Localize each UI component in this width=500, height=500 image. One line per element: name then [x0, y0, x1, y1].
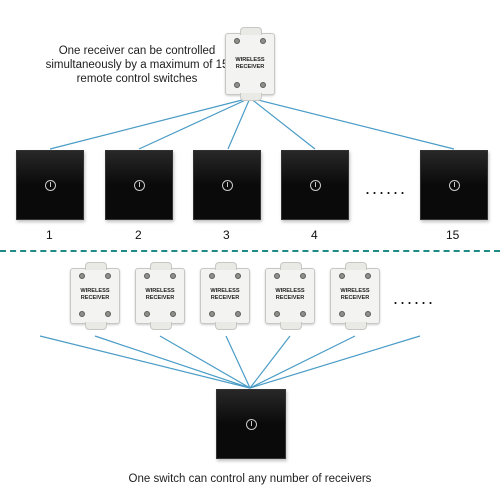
- receiver-label-line2: RECEIVER: [145, 295, 175, 301]
- touch-icon: [310, 180, 321, 191]
- receiver-label-line1: WIRELESS: [340, 288, 370, 294]
- switch-15: [420, 150, 488, 220]
- wire-bottom-2: [159, 335, 251, 389]
- touch-icon: [246, 419, 257, 430]
- bottom-ellipsis: ......: [393, 288, 436, 308]
- receiver-label-line2: RECEIVER: [275, 295, 305, 301]
- wire-bottom-more: [249, 335, 421, 389]
- touch-icon: [134, 180, 145, 191]
- receiver-label-line2: RECEIVER: [340, 295, 370, 301]
- wire-bottom-left: [39, 335, 251, 389]
- wire-bottom-1: [94, 335, 251, 389]
- switch-2: [105, 150, 173, 220]
- touch-icon: [222, 180, 233, 191]
- receiver-label-line1: WIRELESS: [275, 288, 305, 294]
- receiver-label-line2: RECEIVER: [210, 295, 240, 301]
- controlling-switch: [216, 389, 286, 459]
- wire-top-4: [249, 97, 316, 150]
- wire-top-3: [227, 97, 251, 150]
- switch-3: [193, 150, 261, 220]
- bottom-caption: One switch can control any number of rec…: [128, 473, 372, 485]
- touch-icon: [45, 180, 56, 191]
- switch-number-3: 3: [223, 228, 230, 242]
- receiver-label-line1: WIRELESS: [235, 57, 265, 63]
- wire-top-15: [249, 97, 455, 150]
- receiver-label-line2: RECEIVER: [80, 295, 110, 301]
- wire-bottom-5: [249, 335, 356, 389]
- wire-bottom-3: [225, 335, 251, 389]
- top-wireless-receiver: WIRELESS RECEIVER: [225, 27, 275, 101]
- section-divider: [0, 250, 500, 252]
- switch-4: [281, 150, 349, 220]
- wire-top-2: [138, 97, 251, 150]
- top-ellipsis: ......: [365, 178, 408, 198]
- touch-icon: [449, 180, 460, 191]
- wire-bottom-4: [249, 335, 291, 389]
- wire-top-1: [49, 97, 251, 150]
- receiver-label-line1: WIRELESS: [210, 288, 240, 294]
- receiver-label-line2: RECEIVER: [235, 64, 265, 70]
- switch-number-15: 15: [446, 228, 460, 242]
- receiver-label-line1: WIRELESS: [80, 288, 110, 294]
- top-caption: One receiver can be controlled simultane…: [45, 45, 229, 85]
- receiver-label-line1: WIRELESS: [145, 288, 175, 294]
- switch-number-2: 2: [135, 228, 142, 242]
- switch-1: [16, 150, 84, 220]
- switch-number-4: 4: [311, 228, 318, 242]
- switch-number-1: 1: [46, 228, 53, 242]
